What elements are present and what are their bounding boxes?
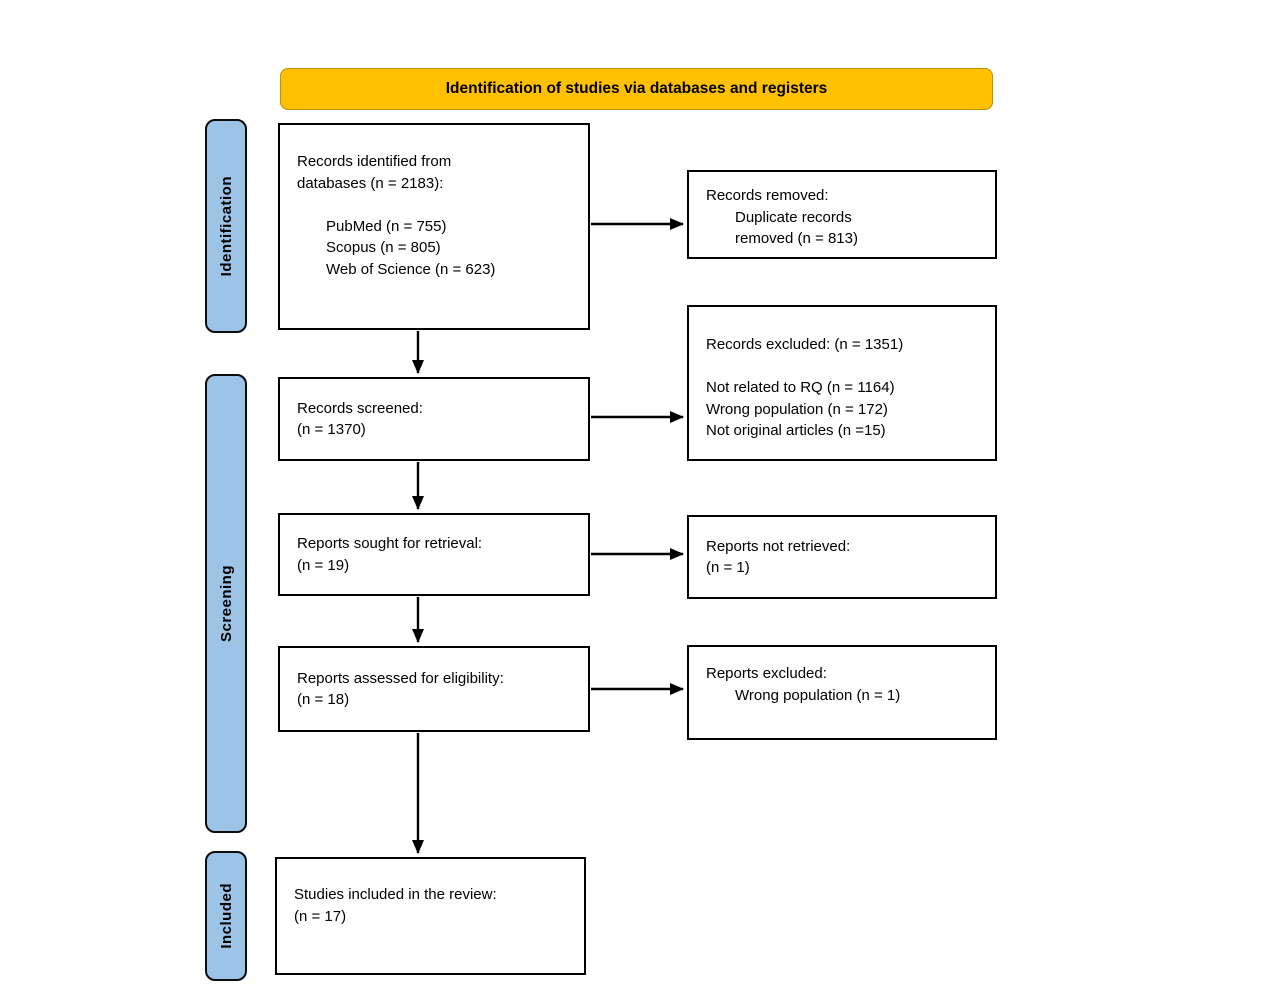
reports-assessed-text: Reports assessed for eligibility: (n = 1… bbox=[297, 669, 504, 709]
diagram-title-banner: Identification of studies via databases … bbox=[280, 68, 993, 110]
box-records-screened: Records screened: (n = 1370) bbox=[278, 377, 590, 461]
box-reports-sought: Reports sought for retrieval: (n = 19) bbox=[278, 513, 590, 596]
box-reports-excluded: Reports excluded: Wrong population (n = … bbox=[687, 645, 997, 740]
records-excluded-reasons: Not related to RQ (n = 1164) Wrong popul… bbox=[706, 379, 895, 439]
stage-bar-identification: Identification bbox=[205, 119, 247, 333]
records-removed-items: Duplicate records removed (n = 813) bbox=[735, 208, 858, 248]
stage-label-included: Included bbox=[217, 883, 235, 949]
box-records-excluded: Records excluded: (n = 1351) Not related… bbox=[687, 305, 997, 461]
reports-sought-text: Reports sought for retrieval: (n = 19) bbox=[297, 535, 483, 574]
records-identified-text: Records identified from databases (n = 2… bbox=[297, 153, 452, 192]
records-identified-sources: PubMed (n = 755) Scopus (n = 805) Web of… bbox=[326, 217, 496, 278]
studies-included-text: Studies included in the review: (n = 17) bbox=[294, 886, 497, 925]
box-reports-assessed: Reports assessed for eligibility: (n = 1… bbox=[278, 646, 590, 732]
reports-not-retrieved-text: Reports not retrieved: (n = 1) bbox=[706, 537, 851, 577]
reports-excluded-reason: Wrong population (n = 1) bbox=[735, 686, 901, 704]
stage-label-screening: Screening bbox=[217, 564, 235, 643]
records-screened-text: Records screened: (n = 1370) bbox=[297, 399, 423, 439]
box-records-identified: Records identified from databases (n = 2… bbox=[278, 123, 590, 330]
reports-excluded-text: Reports excluded: bbox=[706, 665, 827, 682]
box-records-removed: Records removed: Duplicate records remov… bbox=[687, 170, 997, 259]
records-excluded-text: Records excluded: (n = 1351) bbox=[706, 336, 904, 353]
box-studies-included: Studies included in the review: (n = 17) bbox=[275, 857, 586, 975]
stage-bar-screening: Screening bbox=[205, 374, 247, 833]
stage-label-identification: Identification bbox=[217, 175, 235, 277]
stage-bar-included: Included bbox=[205, 851, 247, 981]
box-reports-not-retrieved: Reports not retrieved: (n = 1) bbox=[687, 515, 997, 599]
diagram-title: Identification of studies via databases … bbox=[445, 80, 828, 97]
records-removed-text: Records removed: bbox=[706, 187, 829, 204]
